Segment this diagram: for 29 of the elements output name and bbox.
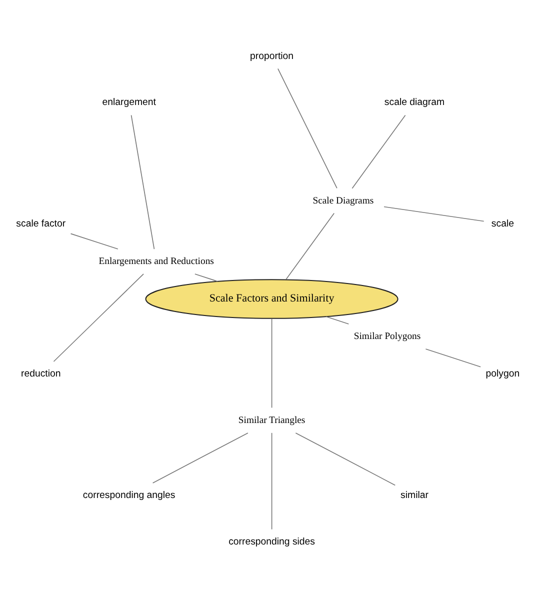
- connector: [152, 432, 248, 483]
- node-text: scale factor: [16, 218, 66, 230]
- node-text: Enlargements and Reductions: [98, 256, 214, 267]
- connector: [286, 212, 335, 280]
- connector: [384, 206, 484, 222]
- node-text: reduction: [21, 368, 61, 380]
- connector: [352, 114, 406, 188]
- node-text: enlargement: [102, 96, 156, 108]
- connector: [271, 318, 272, 408]
- node-text: scale: [491, 218, 514, 230]
- node-text: Similar Triangles: [238, 414, 306, 426]
- connector: [425, 348, 481, 367]
- node-text: scale diagram: [384, 96, 445, 108]
- node-text: proportion: [250, 50, 294, 62]
- connector: [326, 316, 350, 324]
- node-ellipse: Scale Factors and Similarity: [145, 278, 398, 318]
- connector: [278, 68, 338, 188]
- connector: [271, 432, 272, 530]
- node-text: corresponding sides: [228, 536, 316, 547]
- node-text: polygon: [486, 368, 520, 380]
- connector: [194, 273, 218, 282]
- node-text: corresponding angles: [82, 489, 176, 500]
- node-text: similar: [400, 489, 428, 500]
- node-text: Similar Polygons: [354, 330, 421, 342]
- connector: [295, 432, 396, 486]
- connector: [53, 273, 144, 362]
- connector: [70, 232, 118, 249]
- node-text: Scale Diagrams: [312, 194, 374, 206]
- connector: [130, 114, 155, 249]
